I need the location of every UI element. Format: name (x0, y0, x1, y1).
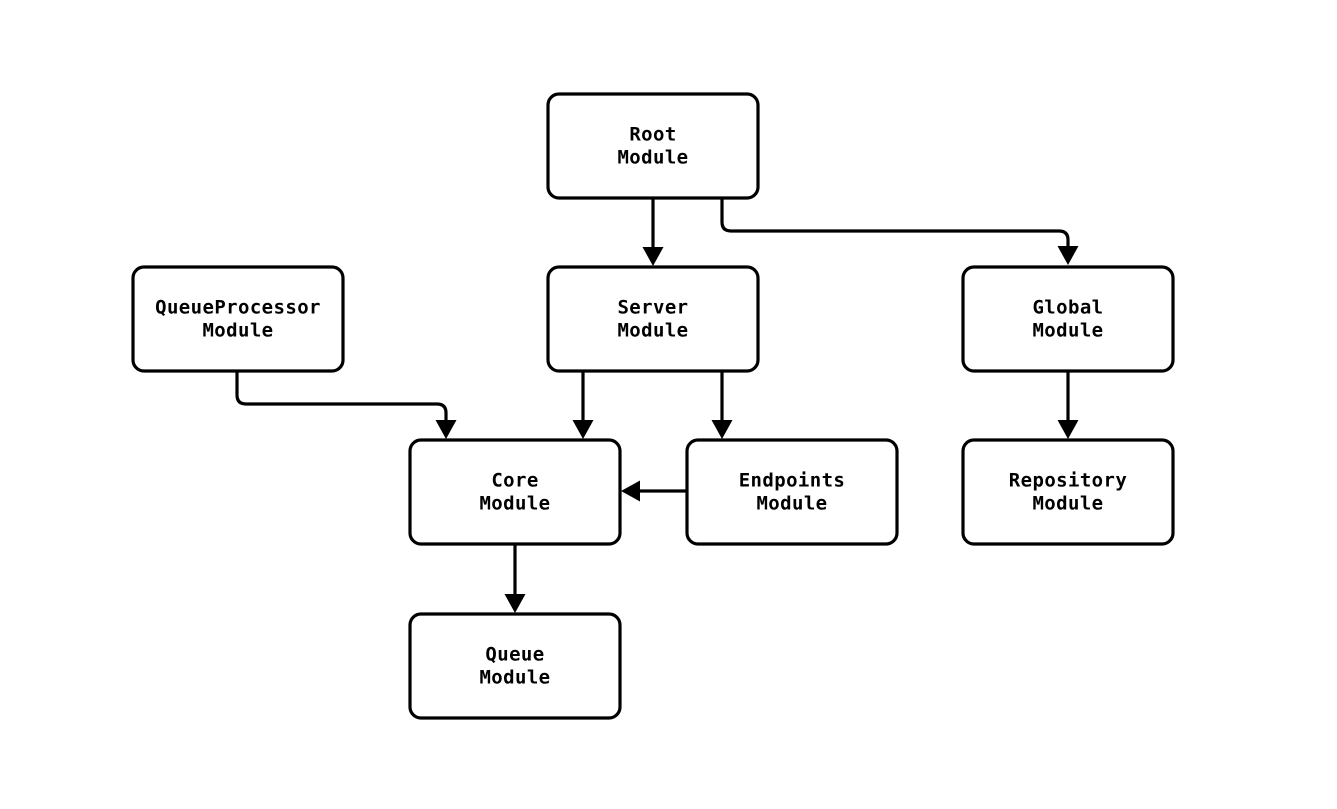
queueprocessor-module-node-box[interactable] (131, 265, 345, 373)
edge-server-to-endpoints (711, 371, 733, 439)
root-module-node-label-line1: Root (629, 124, 676, 146)
edge-queueprocessor-to-core (235, 371, 457, 439)
edge-core-to-queue-arrowhead-icon (504, 594, 526, 613)
endpoints-module-node-label-line1: Endpoints (739, 470, 846, 492)
edge-endpoints-to-core-arrowhead-icon (621, 480, 640, 502)
core-module-node-label-line2: Module (479, 493, 550, 515)
global-module-node-box[interactable] (961, 265, 1175, 373)
edge-queueprocessor-to-core-line (235, 371, 448, 420)
edges-layer (235, 198, 1079, 613)
queue-module-node-box[interactable] (408, 612, 622, 720)
queue-module-node-label-line1: Queue (485, 644, 544, 666)
endpoints-module-node-label-line2: Module (756, 493, 827, 515)
queueprocessor-module-node-label-line1: QueueProcessor (155, 297, 321, 319)
root-module-node-label-line2: Module (617, 147, 688, 169)
global-module-node-label-line1: Global (1032, 297, 1103, 319)
edge-root-to-server-arrowhead-icon (642, 247, 664, 266)
edge-global-to-repository (1057, 371, 1079, 439)
global-module-node-label-line2: Module (1032, 320, 1103, 342)
root-module-node-box[interactable] (546, 92, 760, 200)
edge-root-to-global-line (720, 198, 1070, 246)
queueprocessor-module-node-label-line2: Module (202, 320, 273, 342)
core-module-node-box[interactable] (408, 438, 622, 546)
queue-module-node-label-line2: Module (479, 667, 550, 689)
server-module-node-label-line1: Server (617, 297, 688, 319)
repository-module-node-label-line2: Module (1032, 493, 1103, 515)
endpoints-module-node-box[interactable] (685, 438, 899, 546)
edge-core-to-queue (504, 544, 526, 613)
core-module-node-label-line1: Core (491, 470, 538, 492)
repository-module-node-box[interactable] (961, 438, 1175, 546)
edge-server-to-endpoints-arrowhead-icon (711, 420, 733, 439)
edge-server-to-core (572, 371, 594, 439)
repository-module-node-label-line1: Repository (1009, 470, 1127, 492)
edge-endpoints-to-core (621, 480, 687, 502)
edge-global-to-repository-arrowhead-icon (1057, 420, 1079, 439)
nodes-layer: RootModuleQueueProcessorModuleServerModu… (131, 92, 1175, 720)
edge-server-to-core-arrowhead-icon (572, 420, 594, 439)
edge-root-to-global-arrowhead-icon (1057, 246, 1079, 265)
server-module-node-label-line2: Module (617, 320, 688, 342)
edge-root-to-global (720, 198, 1079, 265)
server-module-node-box[interactable] (546, 265, 760, 373)
edge-queueprocessor-to-core-arrowhead-icon (435, 420, 457, 439)
edge-root-to-server (642, 198, 664, 266)
